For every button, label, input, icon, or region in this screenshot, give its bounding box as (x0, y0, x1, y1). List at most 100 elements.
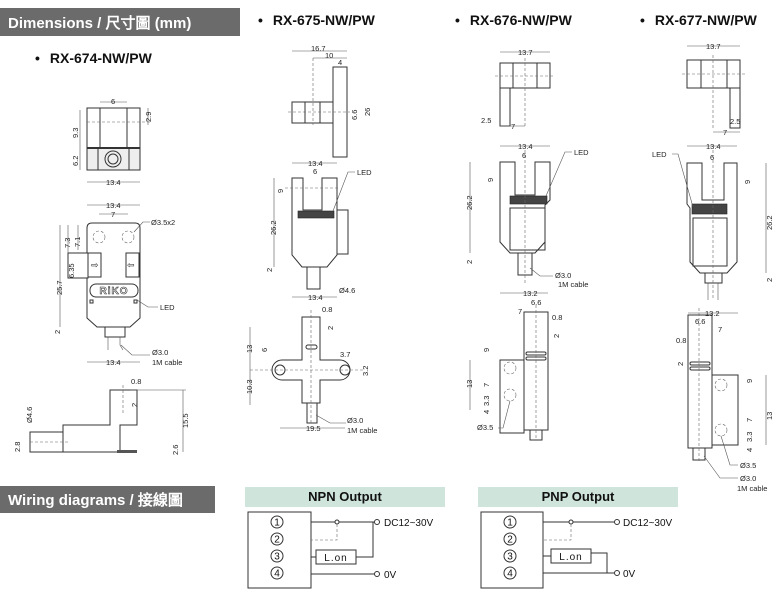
dim-label: 0.8 (552, 313, 562, 322)
dim-label: Ø3.0 (555, 271, 571, 280)
bullet: • (640, 12, 645, 28)
dim-label: 25.7 (55, 280, 64, 295)
rx675-top-view: 16.7 10 4 6.6 26 (288, 44, 372, 158)
bullet: • (258, 12, 263, 28)
model-title-rx677: • RX-677-NW/PW (640, 12, 757, 28)
pnp-output-title: PNP Output (541, 489, 615, 504)
pin-label: 4 (507, 569, 513, 580)
dim-label: 15.5 (181, 413, 190, 428)
dim-label: 3.3 (745, 432, 754, 442)
dim-label: 16.7 (311, 44, 326, 53)
pnp-output-header: PNP Output (478, 487, 678, 507)
pin-label: 1 (507, 518, 513, 529)
dim-label: 7 (518, 307, 522, 316)
dim-label: 0.8 (322, 305, 332, 314)
svg-text:⇦: ⇦ (127, 260, 135, 270)
dim-label: 6 (111, 97, 115, 106)
ground-label: 0V (623, 569, 636, 580)
dim-label: 6 (710, 153, 714, 162)
dim-label: 10.3 (245, 379, 254, 394)
dim-label: 1M cable (347, 426, 377, 435)
npn-output-title: NPN Output (308, 489, 382, 504)
dim-label: 2.6 (171, 445, 180, 455)
dim-label: 7 (111, 210, 115, 219)
dim-label: 2.5 (730, 117, 740, 126)
dim-label: 13 (245, 345, 254, 353)
dim-label: 13.2 (523, 289, 538, 298)
dim-label: 9 (276, 189, 285, 193)
dim-label: Ø3.5 (477, 423, 493, 432)
dim-label: Ø3.0 (152, 348, 168, 357)
dim-label: 0.8 (131, 377, 141, 386)
dim-label: 9 (482, 348, 491, 352)
dim-label: LED (357, 168, 372, 177)
dim-label: 2.5 (481, 116, 491, 125)
dim-label: 6.6 (350, 110, 359, 120)
dim-label: 6.35 (67, 263, 76, 278)
dim-label: LED (652, 150, 667, 159)
rx677-front-view: 13.4 6 LED 9 26.2 2 (652, 142, 774, 300)
rx674-top-view: 6 2.9 9.3 6.2 13.4 (71, 97, 153, 187)
dim-label: 2 (130, 403, 139, 407)
dim-label: Ø3.5x2 (151, 218, 175, 227)
dim-label: 6.6 (695, 317, 705, 326)
dim-label: 1M cable (152, 358, 182, 367)
model-title-rx676: •RX-676-NW/PW (455, 12, 572, 28)
dim-label: 7 (482, 383, 491, 387)
rx676-top-view: 13.7 2.5 7 (481, 48, 555, 131)
rx677-side-view: 13.2 6.6 7 0.8 2 9 7 13 3.3 4 Ø3.5 Ø3.0 … (676, 308, 774, 493)
dim-label: 9 (745, 379, 754, 383)
bullet: • (455, 12, 460, 28)
dim-label: 13.2 (705, 309, 720, 318)
rx675-front-view: 13.4 6 LED 9 26.2 2 Ø4.6 13.4 (265, 159, 372, 302)
model-title-rx675: • RX-675-NW/PW (258, 12, 375, 28)
dim-label: 2 (465, 260, 474, 264)
supply-label: DC12~30V (623, 518, 673, 529)
npn-output-header: NPN Output (245, 487, 445, 507)
dim-label: 3.2 (361, 366, 370, 376)
dim-label: Ø3.5 (740, 461, 756, 470)
dim-label: 7.3 (63, 238, 72, 248)
pin-label: 1 (274, 518, 280, 529)
dim-label: 2.9 (144, 112, 153, 122)
dim-label: 13 (465, 380, 474, 388)
pin-label: 3 (507, 552, 513, 563)
dim-label: 13.4 (706, 142, 721, 151)
dim-label: 13.4 (106, 178, 121, 187)
dim-label: Ø3.0 (740, 474, 756, 483)
dim-label: 2.8 (13, 442, 22, 452)
dim-label: 26.2 (465, 195, 474, 210)
dim-label: 13.4 (106, 201, 121, 210)
wiring-header: Wiring diagrams / 接線圖 (0, 486, 215, 513)
model-title-text: RX-674-NW/PW (49, 50, 152, 66)
dim-label: Ø4.6 (339, 286, 355, 295)
model-title-text: RX-677-NW/PW (654, 12, 757, 28)
dim-label: 7 (745, 418, 754, 422)
dim-label: 1M cable (558, 280, 588, 289)
dim-label: 13.4 (308, 293, 323, 302)
svg-text:⇨: ⇨ (91, 260, 99, 270)
dim-label: Ø3.0 (347, 416, 363, 425)
dim-label: 4 (482, 410, 491, 414)
rx675-side-view: 0.8 2 13 6 3.7 3.2 10.3 19.5 Ø3.0 1M cab… (245, 305, 377, 435)
dim-label: 0.8 (676, 336, 686, 345)
pin-label: 2 (274, 535, 280, 546)
dimensions-header-label: Dimensions / 尺寸圖 (mm) (8, 14, 192, 32)
dim-label: 26.2 (765, 215, 774, 230)
pin-label: 3 (274, 552, 280, 563)
dim-label: 9 (743, 180, 752, 184)
dim-label: 2 (326, 326, 335, 330)
supply-label: DC12~30V (384, 518, 434, 529)
dim-label: 6.6 (531, 298, 541, 307)
dim-label: 2 (765, 278, 774, 282)
rx674-front-view: ⇨⇦ RiKO 13.4 7 Ø3.5x2 7.3 7.1 6.35 25.7 … (53, 201, 182, 367)
dim-label: 3.3 (482, 396, 491, 406)
dim-label: LED (160, 303, 175, 312)
dim-label: 26.2 (269, 220, 278, 235)
dim-label: 6.2 (71, 156, 80, 166)
dim-label: 7.1 (73, 237, 82, 247)
dim-label: 26 (363, 108, 372, 116)
dim-label: 9.3 (71, 128, 80, 138)
model-title-text: RX-675-NW/PW (272, 12, 375, 28)
dim-label: 7 (723, 128, 727, 137)
